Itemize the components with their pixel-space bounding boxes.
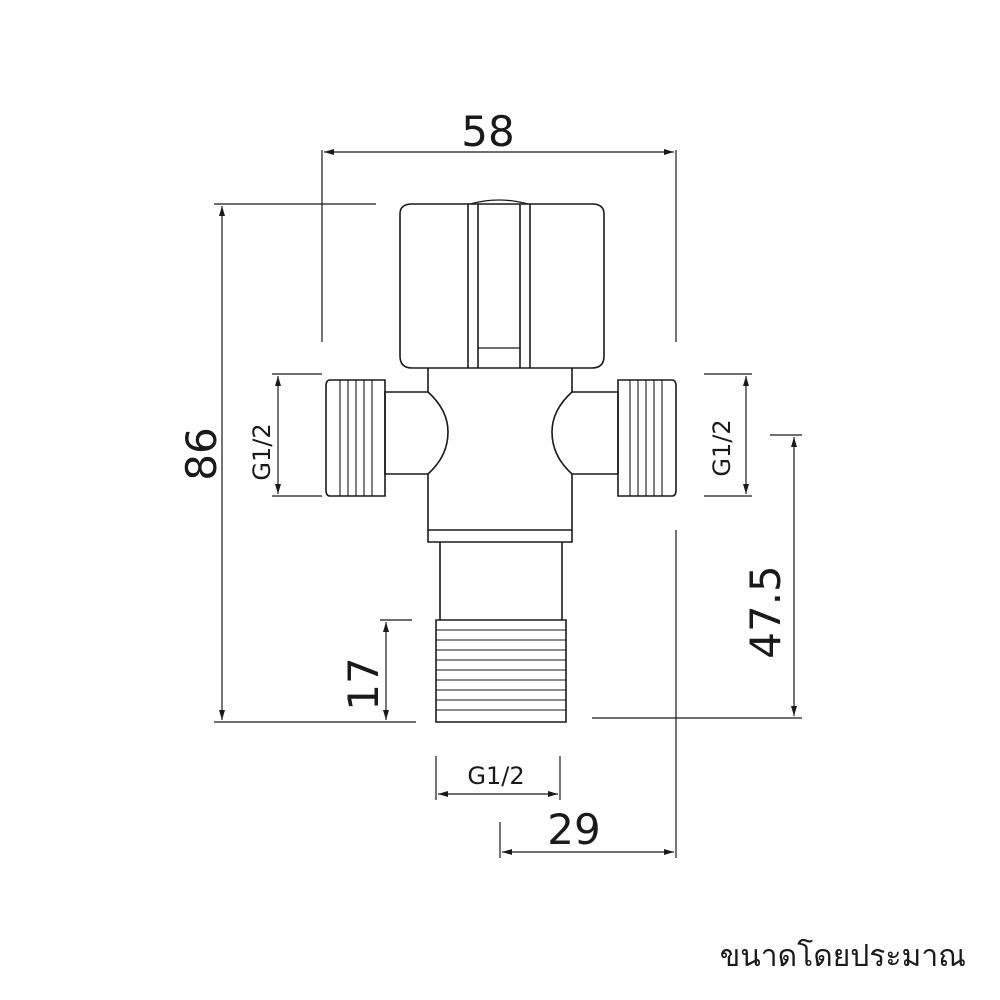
valve-center-body — [427, 368, 573, 543]
dim-bottom-thread: G1/2 — [435, 756, 561, 800]
label-bottom-thread-length: 17 — [339, 657, 388, 710]
dim-left-thread: G1/2 — [248, 373, 322, 497]
label-total-width: 58 — [461, 107, 514, 156]
dim-right-thread: G1/2 — [704, 373, 752, 497]
label-bottom-thread: G1/2 — [467, 762, 524, 790]
valve-handle — [399, 199, 605, 369]
right-outlet — [572, 379, 677, 497]
left-outlet — [325, 379, 428, 497]
bottom-inlet — [435, 542, 567, 723]
approximate-size-caption: ขนาดโดยประมาณ — [719, 939, 966, 974]
label-right-thread: G1/2 — [708, 419, 736, 476]
label-side-offset: 29 — [547, 805, 600, 854]
dim-bottom-thread-length: 17 — [339, 619, 412, 720]
label-total-height: 86 — [177, 427, 226, 480]
label-center-to-bottom: 47.5 — [741, 565, 790, 659]
dim-total-width: 58 — [321, 107, 677, 342]
dim-side-offset: 29 — [499, 530, 677, 858]
dim-center-to-bottom: 47.5 — [592, 434, 802, 719]
dim-total-height: 86 — [177, 203, 416, 723]
valve-body — [325, 199, 677, 723]
label-left-thread: G1/2 — [248, 423, 276, 480]
